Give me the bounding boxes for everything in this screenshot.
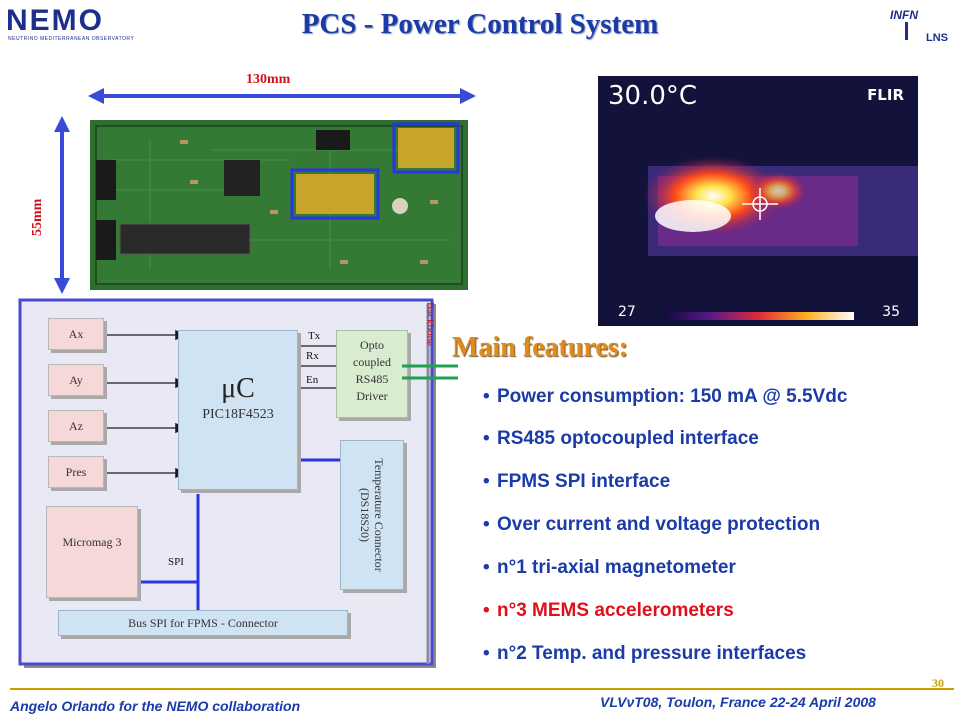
signal-en-label: En <box>306 374 319 386</box>
mcu-model: PIC18F4523 <box>202 407 274 422</box>
spi-bus-connector-block: Bus SPI for FPMS - Connector <box>58 610 348 636</box>
bullet-icon: • <box>483 514 490 535</box>
sensor-ay-block: Ay <box>48 364 104 396</box>
thermal-heatmap <box>598 76 918 326</box>
slide-number: 30 <box>932 676 944 690</box>
bullet-icon: • <box>483 600 490 621</box>
thermal-camera-image: 30.0°C FLIR 27 35 <box>598 76 918 326</box>
dimension-arrows <box>54 88 476 294</box>
block-diagram: Ax Ay Az Pres Micromag 3 μC PIC18F4523 T… <box>18 298 438 670</box>
nemo-logo: NEMO NEUTRINO MEDITERRANEAN OBSERVATORY <box>6 4 154 42</box>
feature-item-highlighted: • n°3 MEMS accelerometers <box>483 600 734 622</box>
pcb-board-illustration <box>90 120 468 290</box>
feature-text: n°1 tri-axial magnetometer <box>497 557 736 578</box>
infn-logo-text: INFN <box>890 8 918 22</box>
infn-lns-logo: INFN LNS <box>890 8 950 46</box>
backbone-label: Backbone <box>424 302 436 346</box>
feature-text: Over current and voltage protection <box>497 514 821 535</box>
feature-item: • Over current and voltage protection <box>483 514 821 536</box>
feature-text: n°3 MEMS accelerometers <box>497 600 734 621</box>
infn-logo-mark <box>905 22 908 40</box>
pcb-board-photo <box>90 120 468 290</box>
micromag-block: Micromag 3 <box>46 506 138 598</box>
bullet-icon: • <box>483 643 490 664</box>
height-dimension-label: 55mm <box>30 198 45 236</box>
feature-text: n°2 Temp. and pressure interfaces <box>497 643 807 664</box>
bullet-icon: • <box>483 386 490 407</box>
feature-item: • n°2 Temp. and pressure interfaces <box>483 643 807 665</box>
temperature-readout: 30.0°C <box>608 81 698 111</box>
temperature-connector-label: Temperature Connector (DS18S20) <box>358 458 386 572</box>
lns-logo-text: LNS <box>926 32 948 44</box>
feature-text: Power consumption: 150 mA @ 5.5Vdc <box>497 386 848 407</box>
nemo-logo-text: NEMO <box>6 4 104 37</box>
scale-max-value: 35 <box>882 304 900 320</box>
signal-tx-label: Tx <box>308 330 321 342</box>
nemo-logo-subtitle: NEUTRINO MEDITERRANEAN OBSERVATORY <box>8 36 135 42</box>
bullet-icon: • <box>483 557 490 578</box>
opto-rs485-driver-block: Opto coupled RS485 Driver <box>336 330 408 418</box>
feature-item: • FPMS SPI interface <box>483 471 671 493</box>
signal-rx-label: Rx <box>306 350 319 362</box>
bullet-icon: • <box>483 428 490 449</box>
features-title: Main features: <box>452 332 628 363</box>
footer-event: VLVνT08, Toulon, France 22-24 April 2008 <box>600 694 876 710</box>
mcu-symbol: μC <box>221 373 255 404</box>
slide-title: PCS - Power Control System <box>301 8 659 40</box>
feature-text: RS485 optocoupled interface <box>497 428 759 449</box>
backbone-link-lines <box>402 364 458 380</box>
temperature-connector-block: Temperature Connector (DS18S20) <box>340 440 404 590</box>
feature-item: • Power consumption: 150 mA @ 5.5Vdc <box>483 386 848 408</box>
spi-label: SPI <box>168 556 184 568</box>
scale-min-value: 27 <box>618 304 636 320</box>
sensor-ax-block: Ax <box>48 318 104 350</box>
bullet-icon: • <box>483 471 490 492</box>
feature-item: • n°1 tri-axial magnetometer <box>483 557 736 579</box>
sensor-az-block: Az <box>48 410 104 442</box>
flir-brand: FLIR <box>867 86 904 104</box>
width-dimension-label: 130mm <box>246 72 291 87</box>
footer-divider <box>10 688 954 690</box>
feature-text: FPMS SPI interface <box>497 471 671 492</box>
feature-item: • RS485 optocoupled interface <box>483 428 759 450</box>
footer-author: Angelo Orlando for the NEMO collaboratio… <box>10 698 301 714</box>
microcontroller-block: μC PIC18F4523 <box>178 330 298 490</box>
sensor-pres-block: Pres <box>48 456 104 488</box>
